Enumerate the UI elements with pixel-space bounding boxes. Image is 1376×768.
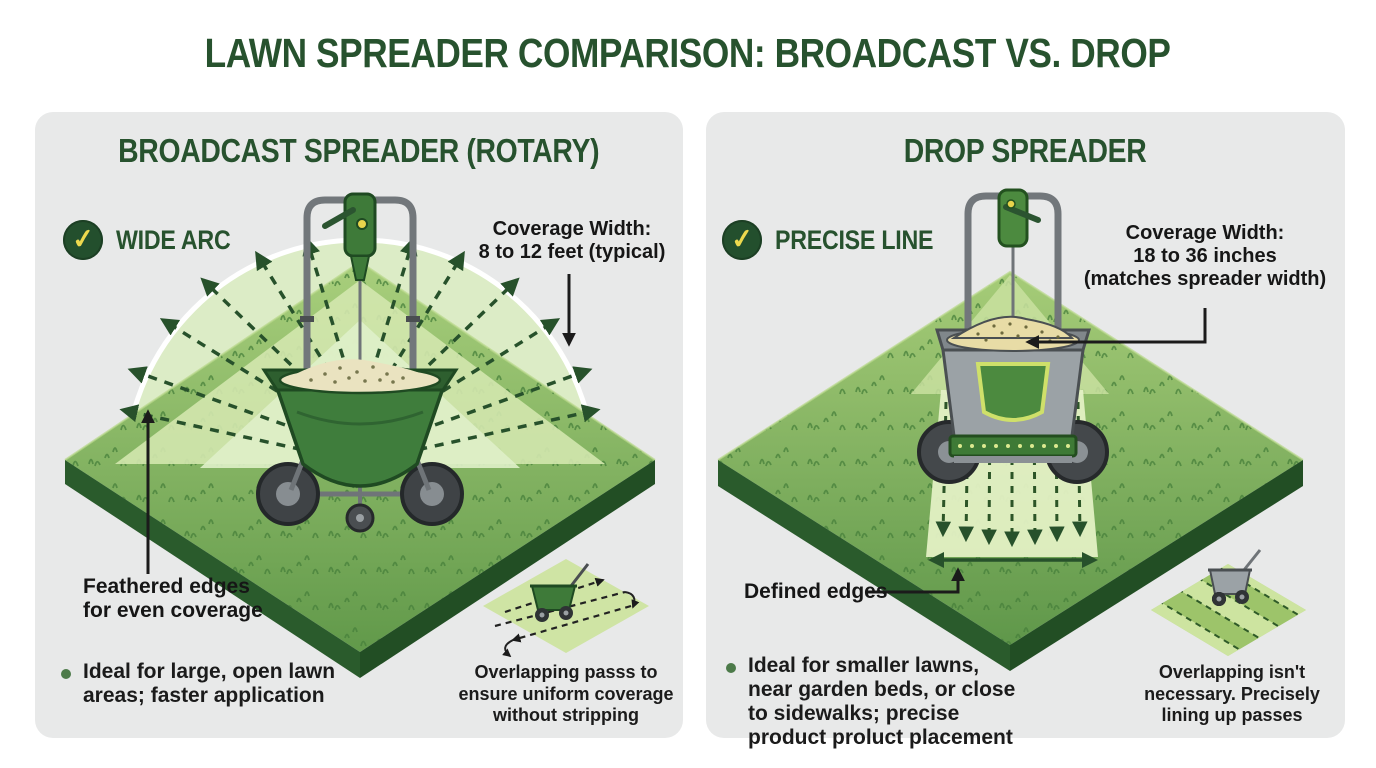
- broadcast-feature-label: WIDE ARC: [116, 224, 231, 255]
- broadcast-coverage-note: Coverage Width: 8 to 12 feet (typical): [478, 218, 666, 264]
- annotation-arrows: [866, 308, 1207, 594]
- page-title-text: LAWN SPREADER COMPARISON: BROADCAST VS. …: [205, 30, 1171, 76]
- broadcast-panel-title-text: BROADCAST SPREADER (ROTARY): [118, 132, 600, 169]
- granule-speckles: [309, 365, 405, 384]
- mini-spreader-gray: [1208, 549, 1262, 606]
- broadcast-bullet-text: Ideal for large, open lawn areas; faster…: [83, 660, 336, 707]
- lawn-edge-right: [360, 460, 655, 678]
- defined-edges-note: Defined edges: [744, 580, 888, 603]
- drop-arrows: [935, 401, 1088, 548]
- feathered-edges-note: Feathered edges for even coverage: [83, 575, 263, 622]
- bullet-dot-icon: [726, 663, 736, 673]
- drop-coverage-note: Coverage Width: 18 to 36 inches (matches…: [1083, 222, 1327, 291]
- hopper-front-accent: [975, 362, 1051, 422]
- broadcast-bullet: Ideal for large, open lawn areas; faster…: [61, 660, 391, 708]
- overlap-caption: Overlapping passs to ensure uniform cove…: [458, 662, 674, 726]
- overlap-mini-diagram: [483, 559, 649, 658]
- drop-panel-title-text: DROP SPREADER: [904, 132, 1147, 169]
- drop-feature: ✓ PRECISE LINE: [722, 220, 959, 260]
- drop-feature-label: PRECISE LINE: [775, 224, 934, 255]
- checkmark-icon: ✓: [63, 220, 103, 260]
- lineup-caption: Overlapping isn't necessary. Precisely l…: [1144, 662, 1320, 726]
- defined-edges-connector: [866, 567, 965, 594]
- band-width-arrow: [928, 552, 1098, 568]
- annotation-arrows: [141, 274, 576, 574]
- broadcast-panel: BROADCAST SPREADER (ROTARY) ✓ WIDE ARC C…: [35, 112, 683, 738]
- lawn-edge-left: [65, 460, 360, 678]
- drop-panel: DROP SPREADER ✓ PRECISE LINE Coverage Wi…: [706, 112, 1345, 749]
- drop-panel-title: DROP SPREADER: [706, 132, 1345, 170]
- coverage-width-connector: [1025, 308, 1207, 349]
- rotary-spreader-illustration: [256, 192, 464, 533]
- drop-illustration: [717, 188, 1306, 671]
- broadcast-feature: ✓ WIDE ARC: [63, 220, 249, 260]
- drop-bullet-text: Ideal for smaller lawns, near garden bed…: [748, 654, 1016, 749]
- bullet-dot-icon: [61, 669, 71, 679]
- trigger-mechanism: [997, 188, 1029, 248]
- lawn-edge-right: [1010, 460, 1303, 671]
- hopper: [274, 386, 446, 488]
- page-title: LAWN SPREADER COMPARISON: BROADCAST VS. …: [0, 30, 1376, 77]
- lawn-edge-left: [718, 460, 1010, 671]
- drop-bullet: Ideal for smaller lawns, near garden bed…: [726, 654, 1066, 750]
- broadcast-panel-title: BROADCAST SPREADER (ROTARY): [35, 132, 683, 170]
- mini-spreader-green: [530, 563, 590, 622]
- checkmark-icon: ✓: [722, 220, 762, 260]
- drop-spreader-illustration: [917, 188, 1109, 484]
- broadcast-illustration: [64, 192, 656, 678]
- dispenser-holes: [958, 444, 1070, 448]
- granule-speckles: [976, 322, 1060, 343]
